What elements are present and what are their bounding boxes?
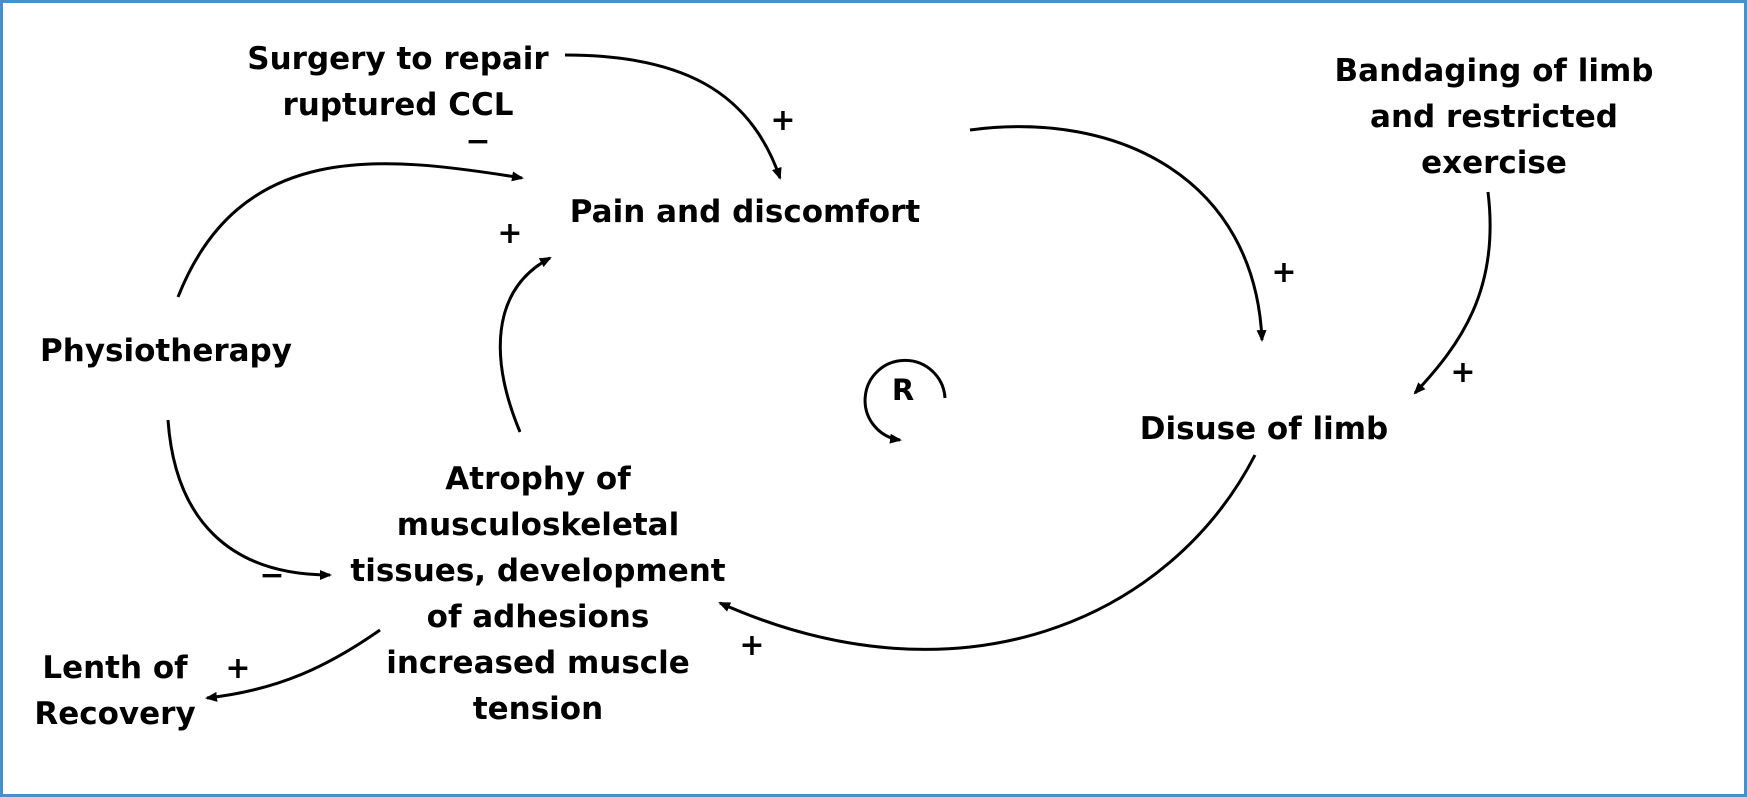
polarity-disuse-to-atrophy: + xyxy=(739,628,765,663)
arrow-atrophy-to-pain xyxy=(498,256,552,433)
arrow-physio-to-atrophy xyxy=(166,419,332,580)
node-atrophy-line: tissues, development xyxy=(350,553,726,589)
node-bandaging: Bandaging of limb and restricted exercis… xyxy=(1335,48,1654,186)
arrow-disuse-to-atrophy xyxy=(718,454,1257,651)
node-physiotherapy: Physiotherapy xyxy=(40,328,292,374)
node-surgery-line: Surgery to repair xyxy=(247,41,549,77)
node-atrophy-line: increased muscle xyxy=(386,645,690,681)
reinforcing-loop-label: R xyxy=(891,373,915,407)
node-disuse-line: Disuse of limb xyxy=(1139,411,1389,447)
reinforcing-loop-arrow xyxy=(863,358,947,444)
polarity-surgery-to-pain: + xyxy=(770,103,796,138)
polarity-surgery-minus: − xyxy=(465,124,491,159)
node-bandaging-line: exercise xyxy=(1421,145,1567,181)
node-bandaging-line: and restricted xyxy=(1370,99,1618,135)
node-surgery: Surgery to repair ruptured CCL xyxy=(247,36,548,128)
node-recovery-line: Recovery xyxy=(34,696,196,732)
node-atrophy-line: musculoskeletal xyxy=(396,507,680,543)
node-recovery-line: Lenth of xyxy=(42,650,188,686)
polarity-physio-to-atrophy: − xyxy=(259,558,285,593)
node-atrophy-line: of adhesions xyxy=(426,599,650,635)
node-disuse: Disuse of limb xyxy=(1140,406,1388,452)
arrow-atrophy-to-recovery xyxy=(205,628,381,702)
node-atrophy-line: tension xyxy=(472,691,604,727)
arrow-bandaging-to-disuse xyxy=(1413,191,1492,395)
polarity-pain-to-disuse: + xyxy=(1271,255,1297,290)
node-physiotherapy-line: Physiotherapy xyxy=(40,333,292,369)
node-recovery: Lenth of Recovery xyxy=(34,645,195,737)
arrow-surgery-to-pain xyxy=(564,53,782,180)
node-atrophy: Atrophy of musculoskeletal tissues, deve… xyxy=(350,456,725,732)
polarity-atrophy-to-pain: + xyxy=(497,216,523,251)
node-pain: Pain and discomfort xyxy=(570,189,920,235)
polarity-bandaging-to-disuse: + xyxy=(1450,355,1476,390)
node-atrophy-line: Atrophy of xyxy=(445,461,631,497)
node-surgery-line: ruptured CCL xyxy=(282,87,514,123)
polarity-atrophy-to-recovery: + xyxy=(225,651,251,686)
node-pain-line: Pain and discomfort xyxy=(569,194,921,230)
arrow-physio-to-pain xyxy=(176,162,524,298)
arrow-pain-to-disuse xyxy=(969,125,1267,342)
node-bandaging-line: Bandaging of limb xyxy=(1334,53,1654,89)
